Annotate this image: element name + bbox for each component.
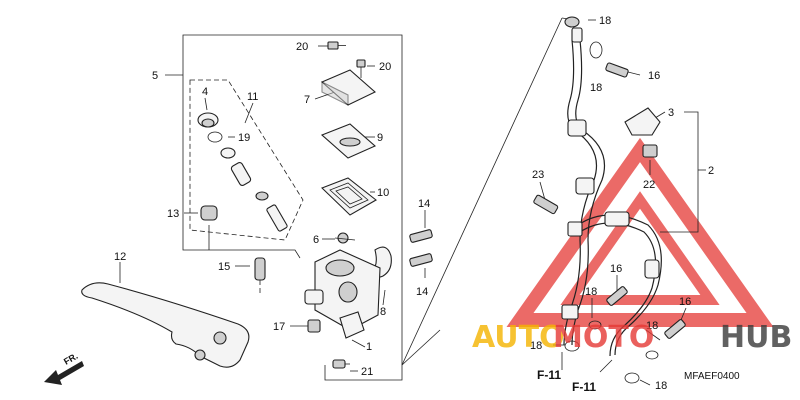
callout-20a: 20 [296, 41, 308, 53]
callout-18c: 18 [585, 286, 597, 298]
ref-label-f11-b: F-11 [572, 380, 596, 394]
master-cylinder-body-1 [304, 249, 381, 339]
switch-screw-21 [332, 359, 350, 369]
callout-3: 3 [668, 107, 674, 119]
callout-10: 10 [377, 187, 389, 199]
callout-labels: 1 2 3 4 5 6 7 8 9 10 11 12 13 14 14 15 1… [114, 15, 714, 392]
callout-8: 8 [380, 306, 386, 318]
piston-set-dashed-frame [189, 79, 304, 241]
bolts-14 [409, 229, 433, 267]
master-cylinder-assembly-frame [165, 34, 403, 381]
watermark-logo [506, 137, 774, 327]
brake-hose-2 [561, 39, 662, 357]
callout-16b: 16 [610, 263, 622, 275]
callout-18a: 18 [599, 15, 611, 27]
bolt-16-top [605, 62, 629, 78]
callout-18b: 18 [590, 82, 602, 94]
callout-11: 11 [247, 91, 258, 103]
callout-14b: 14 [416, 286, 428, 298]
bolt-22 [642, 144, 658, 158]
callout-4: 4 [202, 86, 208, 98]
callout-5: 5 [152, 70, 158, 82]
banjo-bolt-18-top [564, 16, 583, 43]
callout-1: 1 [366, 341, 372, 353]
pivot-bolt-15 [254, 257, 266, 296]
callout-17: 17 [273, 321, 285, 333]
diagram-code: MFAEF0400 [684, 371, 740, 382]
nut-17 [307, 319, 321, 333]
ref-label-f11-a: F-11 [537, 368, 561, 382]
callout-18e: 18 [530, 340, 542, 352]
callout-18f: 18 [655, 380, 667, 392]
watermark-text: AUTO MOTO HUB [472, 320, 792, 355]
front-direction-arrow [44, 361, 84, 385]
ref-pointers [561, 352, 613, 373]
callout-13: 13 [167, 208, 179, 220]
circlip-19 [207, 131, 223, 143]
callout-16a: 16 [648, 70, 660, 82]
dust-seal-13 [200, 205, 218, 221]
callout-19: 19 [238, 132, 250, 144]
callout-7: 7 [304, 94, 310, 106]
callout-18d: 18 [646, 320, 658, 332]
brake-lever-12 [81, 282, 250, 368]
clamp-bolt-6 [334, 232, 356, 244]
callout-22: 22 [643, 179, 655, 191]
callout-14a: 14 [418, 198, 430, 210]
watermark-hub: HUB [720, 320, 792, 355]
diaphragm-10 [320, 177, 377, 216]
piston-4-cup [197, 112, 219, 128]
reservoir-cap-7 [320, 69, 376, 106]
callout-21: 21 [361, 366, 373, 378]
callout-20b: 20 [379, 61, 391, 73]
piston-set-11 [220, 147, 288, 232]
bolt-20-top [327, 41, 346, 50]
callout-23: 23 [532, 169, 544, 181]
callout-16c: 16 [679, 296, 691, 308]
callout-9: 9 [377, 132, 383, 144]
bolts-16-lower [606, 286, 686, 339]
washers-18-lower [564, 320, 659, 384]
clamp-3 [624, 107, 661, 136]
bolt-23 [533, 194, 559, 215]
callout-12: 12 [114, 251, 126, 263]
watermark-auto: AUTO [472, 320, 565, 355]
callout-6: 6 [313, 234, 319, 246]
leader-lines [119, 17, 706, 386]
screw-20-cap [356, 59, 366, 78]
watermark-moto: MOTO [553, 320, 654, 355]
sealing-washer-18 [589, 41, 603, 59]
diaphragm-plate-9 [320, 123, 377, 159]
callout-15: 15 [218, 261, 230, 273]
callout-2: 2 [708, 165, 714, 177]
